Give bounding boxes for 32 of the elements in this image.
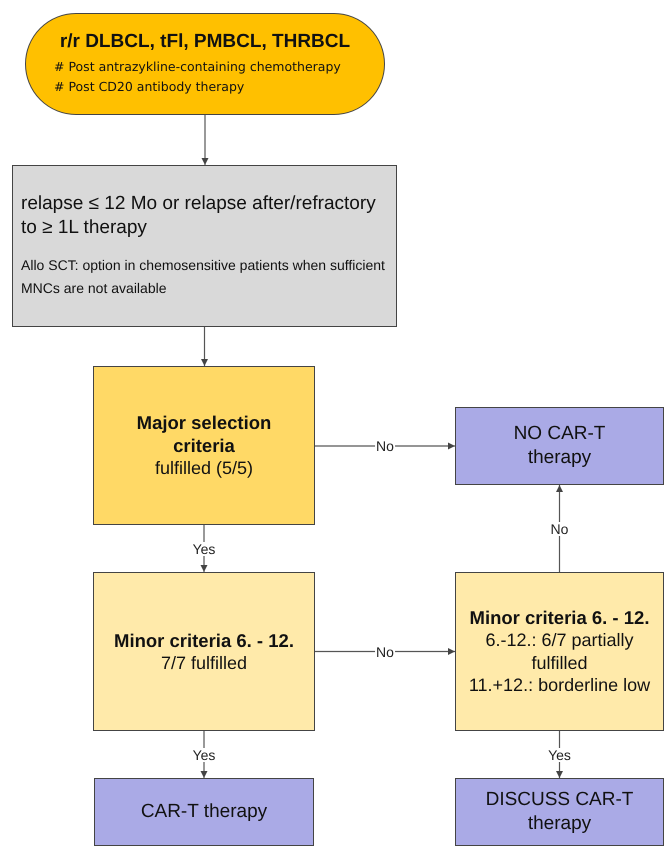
criteria-text: 6.-12.: 6/7 partially fulfilled [484,629,635,674]
edge-label: Yes [547,748,572,762]
outcome-text: NO CAR-T therapy [512,422,606,470]
arrow [315,442,455,450]
outcome-text: DISCUSS CAR-T therapy [484,788,634,836]
criteria-text: 7/7 fulfilled [160,652,248,674]
process-box [93,366,315,525]
process-box [455,407,664,485]
edge-label: Yes [192,748,216,762]
arrow [556,485,563,572]
criteria-text: fulfilled (5/5) [154,457,254,480]
condition-text: relapse ≤ 12 Mo or relapse after/refractory to ≥ 1L therapy [21,192,376,240]
process-box [455,572,664,731]
process-box [455,778,664,846]
bullet-text: # Post CD20 antibody therapy [53,78,244,96]
edge-label: No [375,644,395,658]
process-box [93,572,315,731]
outcome-text: CAR-T therapy [140,800,268,824]
edge-label: No [550,522,570,536]
criteria-heading: Minor criteria 6. - 12. [470,606,650,630]
criteria-text: 11.+12.: borderline low [468,674,650,697]
process-box [94,778,314,846]
process-box [12,165,397,327]
arrow [201,327,208,366]
edge-label: Yes [192,542,216,556]
arrow [202,115,208,165]
start-heading: r/r DLBCL, tFl, PMBCL, THRBCL [60,30,350,54]
criteria-heading: Minor criteria 6. - 12. [114,628,294,652]
bullet-text: # Post antrazykline-containing chemotherapy [53,58,341,76]
arrow [315,648,455,655]
note-text: Allo SCT: option in chemosensitive patients when sufficient MNCs are not available [21,256,386,298]
edge-label: No [375,439,395,453]
